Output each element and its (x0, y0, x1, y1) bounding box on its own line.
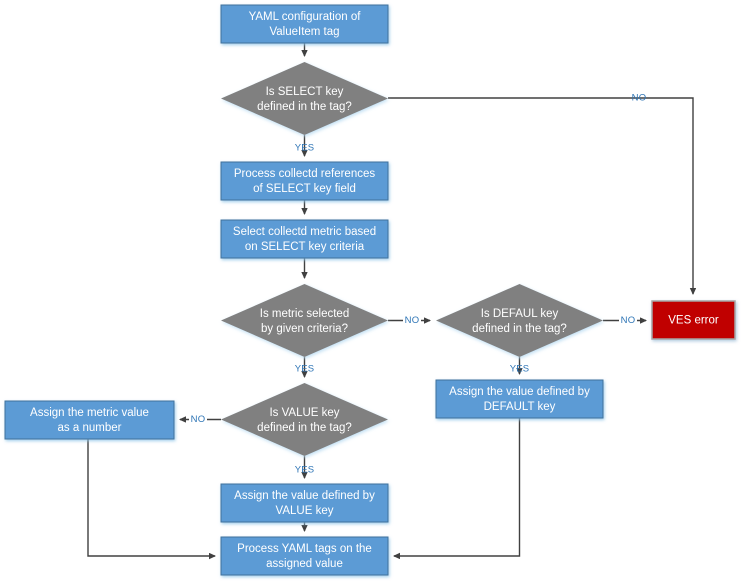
node-start[interactable]: YAML configuration of ValueItem tag (220, 4, 389, 44)
node-select-collectd-metric-line1: Select collectd metric based (233, 226, 376, 238)
node-value-decision-line1: Is VALUE key (269, 407, 339, 419)
node-ves-error-label: VES error (668, 315, 719, 327)
node-select-collectd-metric[interactable]: Select collectd metric based on SELECT k… (220, 219, 389, 259)
edge-label-metric-yes: YES (295, 364, 315, 375)
node-ves-error[interactable]: VES error (651, 300, 736, 340)
node-assign-metric-number[interactable]: Assign the metric value as a number (4, 400, 175, 440)
node-defaul-decision[interactable]: Is DEFAUL key defined in the tag? (436, 284, 603, 357)
node-process-collectd-refs-line1: Process collectd references (234, 168, 376, 180)
edge-label-select-yes: YES (295, 143, 315, 154)
edge-label-value-yes: YES (295, 465, 315, 476)
edge-select-no (388, 97, 697, 295)
node-metric-selected-decision[interactable]: Is metric selected by given criteria? (221, 284, 388, 357)
edge-label-defaul-yes: YES (510, 364, 530, 375)
node-process-collectd-refs[interactable]: Process collectd references of SELECT ke… (220, 161, 389, 201)
node-start-line2: ValueItem tag (269, 26, 339, 38)
node-select-decision-line1: Is SELECT key (266, 86, 344, 98)
node-process-collectd-refs-line2: of SELECT key field (253, 183, 356, 195)
edge-assign-metric-to-yaml (87, 439, 216, 560)
node-metric-selected-decision-line2: by given criteria? (261, 323, 348, 335)
edge-label-layer: YES NO NO YES NO YES NO YES (191, 93, 647, 476)
edge-label-defaul-no: NO (621, 315, 636, 326)
node-process-yaml-tags[interactable]: Process YAML tags on the assigned value (220, 536, 389, 576)
node-select-decision[interactable]: Is SELECT key defined in the tag? (221, 62, 388, 135)
node-assign-value-line2: VALUE key (276, 505, 334, 517)
node-start-line1: YAML configuration of (249, 11, 362, 23)
edge-assign-default-to-yaml (393, 418, 521, 560)
edge-label-select-no: NO (632, 93, 647, 104)
node-process-yaml-tags-line2: assigned value (266, 558, 343, 570)
edge-label-metric-no: NO (405, 315, 420, 326)
node-assign-value-line1: Assign the value defined by (234, 490, 375, 502)
node-metric-selected-decision-line1: Is metric selected (260, 308, 349, 320)
node-process-yaml-tags-line1: Process YAML tags on the (237, 543, 372, 555)
node-defaul-decision-line2: defined in the tag? (472, 323, 567, 335)
node-assign-value[interactable]: Assign the value defined by VALUE key (220, 483, 389, 523)
node-select-decision-line2: defined in the tag? (257, 101, 352, 113)
node-value-decision-line2: defined in the tag? (257, 422, 352, 434)
edge-label-value-no: NO (191, 414, 206, 425)
node-assign-default-line2: DEFAULT key (484, 401, 556, 413)
node-assign-default-line1: Assign the value defined by (449, 386, 590, 398)
node-defaul-decision-line1: Is DEFAUL key (481, 308, 559, 320)
connector-layer (87, 43, 697, 560)
node-assign-metric-number-line2: as a number (58, 422, 122, 434)
node-assign-default[interactable]: Assign the value defined by DEFAULT key (435, 379, 604, 419)
node-select-collectd-metric-line2: on SELECT key criteria (245, 241, 365, 253)
node-value-decision[interactable]: Is VALUE key defined in the tag? (221, 383, 388, 456)
node-assign-metric-number-line1: Assign the metric value (30, 407, 149, 419)
